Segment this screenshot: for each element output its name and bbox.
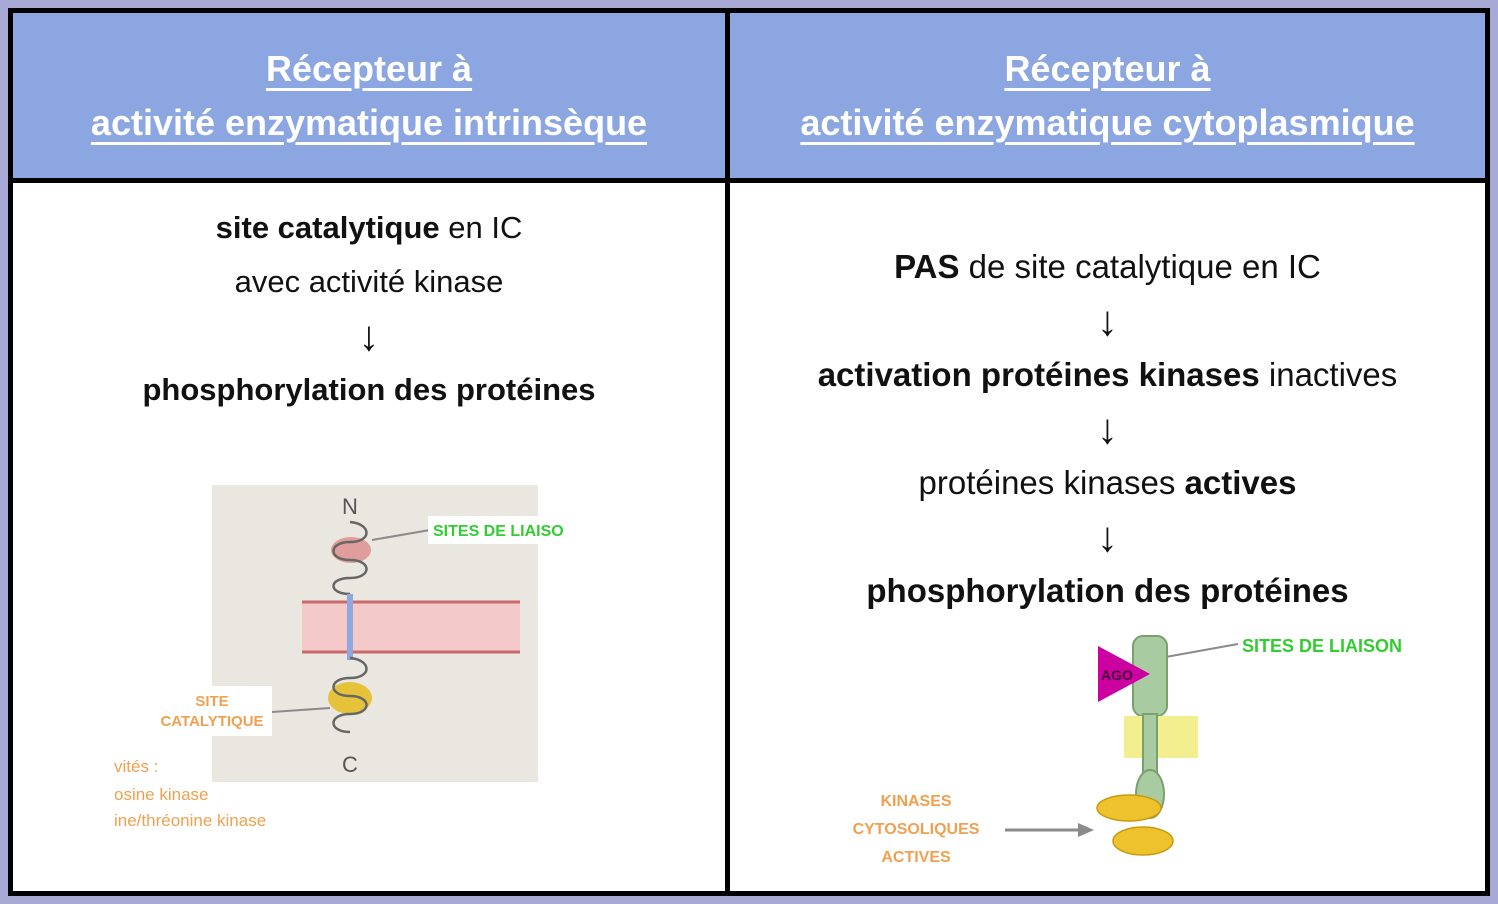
- kinases-label-line3: ACTIVES: [881, 849, 951, 866]
- right-down-arrow-3: ↓: [1097, 513, 1118, 560]
- sites-pointer-line: [1159, 643, 1239, 659]
- sites-label-box: [428, 516, 588, 544]
- right-step1-bold: PAS: [894, 248, 960, 285]
- right-step-4: phosphorylation des protéines: [866, 572, 1349, 609]
- right-step3-pre: protéines kinases: [918, 464, 1185, 501]
- kinase-oval-2: [1112, 826, 1174, 856]
- site-catalytique-pointer: [271, 707, 331, 713]
- right-step2-rest: inactives: [1259, 356, 1398, 393]
- extracellular-coil: [332, 520, 368, 596]
- receptor-n-label: N: [342, 494, 358, 519]
- left-step1-rest: en IC: [439, 210, 523, 245]
- left-flow-text: site catalytique en IC avec activité kin…: [13, 183, 725, 417]
- left-header-title: Récepteur à activité enzymatique intrins…: [91, 42, 647, 150]
- right-step-3: protéines kinases actives: [730, 456, 1485, 510]
- kinases-arrow-head: [1078, 823, 1094, 837]
- right-header-line2: activité enzymatique cytoplasmique: [800, 101, 1415, 143]
- receptor-stem: [1142, 713, 1158, 777]
- site-catalytique-line2: CATALYTIQUE: [160, 713, 263, 730]
- left-step1-bold: site catalytique: [215, 210, 440, 245]
- right-column-header: Récepteur à activité enzymatique cytopla…: [730, 13, 1485, 178]
- activities-cutoff-1: vités :: [114, 757, 158, 776]
- right-flow-text: PAS de site catalytique en IC ↓ activati…: [730, 183, 1485, 618]
- kinases-label-line1: KINASES: [880, 793, 951, 810]
- comparison-table: Récepteur à activité enzymatique intrins…: [8, 8, 1490, 896]
- membrane-band: [1124, 716, 1198, 758]
- intracellular-coil: [332, 656, 368, 734]
- left-step-2: avec activité kinase: [234, 264, 504, 299]
- sites-de-liaison-label: SITES DE LIAISO: [433, 523, 564, 540]
- right-step-2: activation protéines kinases inactives: [730, 348, 1485, 402]
- right-step-1: PAS de site catalytique en IC: [730, 240, 1485, 294]
- left-column-body: site catalytique en IC avec activité kin…: [13, 183, 725, 891]
- kinases-label-line2: CYTOSOLIQUES: [853, 821, 980, 838]
- right-header-line1: Récepteur à: [1004, 47, 1211, 89]
- kinase-oval-1: [1096, 794, 1162, 822]
- right-column-body: PAS de site catalytique en IC ↓ activati…: [730, 183, 1485, 891]
- left-down-arrow: ↓: [358, 312, 380, 359]
- agonist-triangle: [1098, 646, 1150, 702]
- receptor-c-label: C: [342, 752, 358, 777]
- left-step-3: phosphorylation des protéines: [142, 372, 596, 407]
- right-header-title: Récepteur à activité enzymatique cytopla…: [800, 42, 1414, 150]
- catalytic-site-ellipse: [328, 682, 372, 714]
- left-step-1: site catalytique en IC: [13, 201, 725, 255]
- left-header-line1: Récepteur à: [265, 47, 473, 89]
- right-down-arrow-2: ↓: [1097, 405, 1118, 452]
- right-step2-bold: activation protéines kinases: [817, 356, 1260, 393]
- sites-pointer-line: [371, 529, 431, 541]
- membrane-band: [302, 602, 520, 652]
- right-step3-bold: actives: [1184, 464, 1297, 501]
- intrinsic-receptor-diagram: N SITES DE LIAISO SITE CATA: [114, 485, 588, 830]
- site-catalytique-line1: SITE: [195, 693, 228, 710]
- activities-cutoff-3: ine/thréonine kinase: [114, 811, 266, 830]
- right-step1-rest: de site catalytique en IC: [959, 248, 1321, 285]
- sites-de-liaison-label: SITES DE LIAISON: [1242, 636, 1402, 656]
- right-down-arrow-1: ↓: [1097, 297, 1118, 344]
- left-column-header: Récepteur à activité enzymatique intrins…: [13, 13, 725, 178]
- cytoplasmic-receptor-diagram: SITES DE LIAISON AGO KINASES CYTOSOLIQUE…: [853, 635, 1402, 866]
- activities-cutoff-2: osine kinase: [114, 785, 209, 804]
- agonist-label: AGO: [1101, 667, 1133, 683]
- site-catalytique-box: [152, 686, 272, 736]
- left-header-line2: activité enzymatique intrinsèque: [90, 101, 648, 143]
